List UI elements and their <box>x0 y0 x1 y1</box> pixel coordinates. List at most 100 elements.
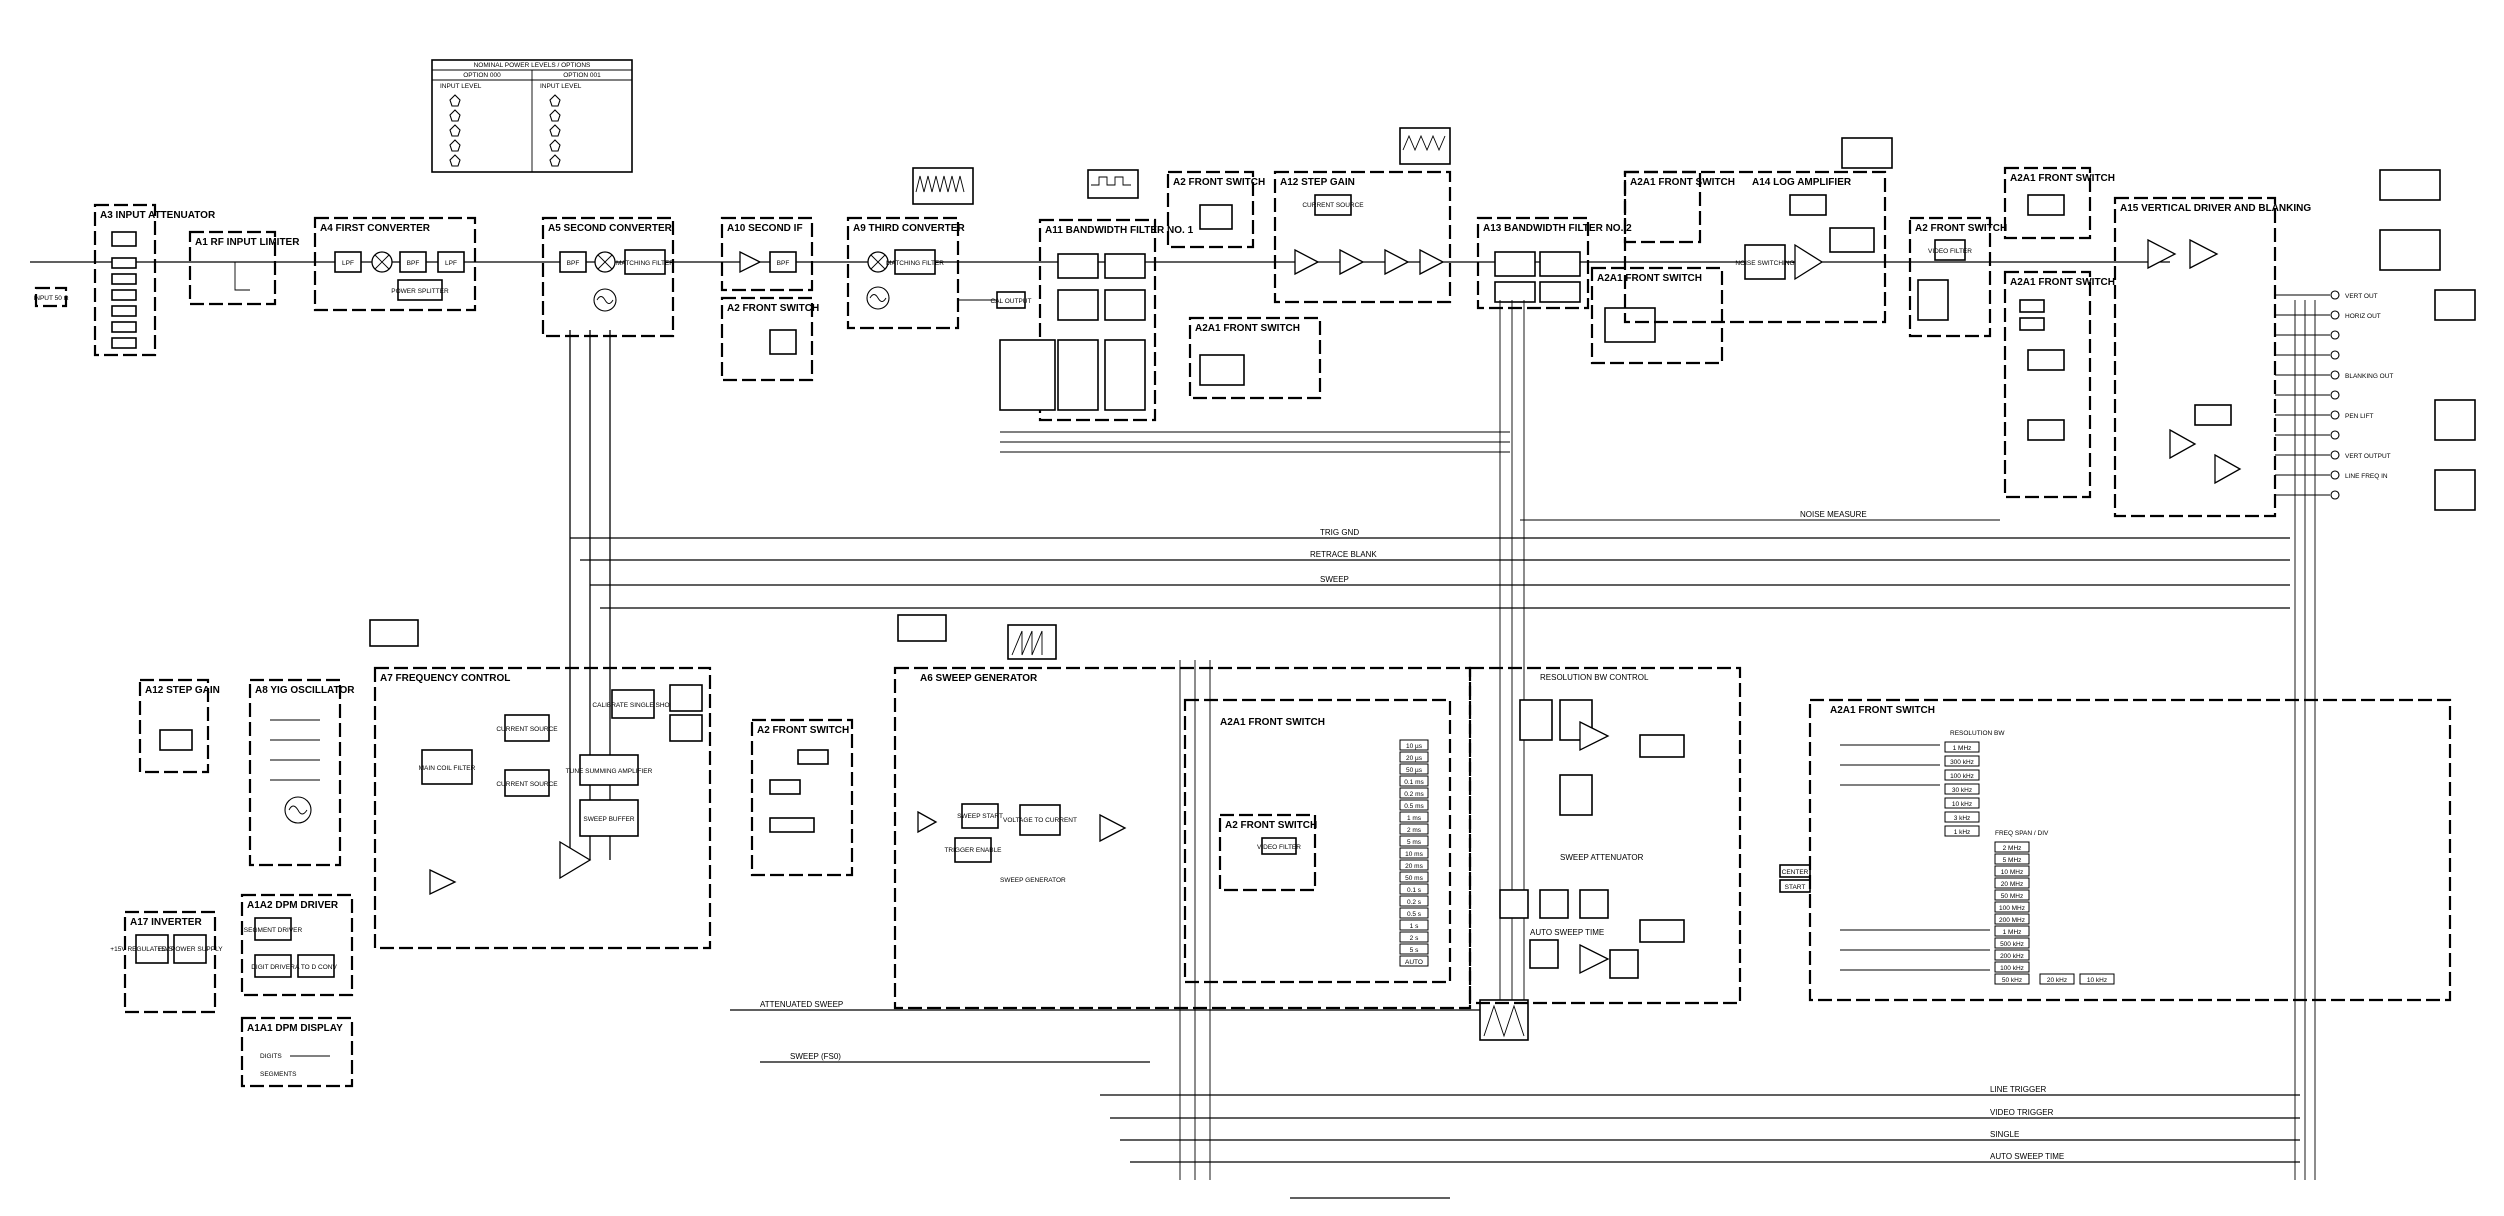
svg-text:50 ms: 50 ms <box>1405 875 1423 882</box>
bus-auto-sweep-time-2: AUTO SWEEP TIME <box>1530 928 1604 937</box>
block-a2a1-resolution: A2A1 FRONT SWITCH RESOLUTION BW 1 MHz 30… <box>1808 698 2452 1002</box>
a2a1-cal-title: A2 FRONT SWITCH <box>727 303 819 314</box>
svg-text:0.2 ms: 0.2 ms <box>1404 791 1424 798</box>
svg-text:500 kHz: 500 kHz <box>2000 941 2024 948</box>
a4-bpf: BPF <box>407 260 420 267</box>
a4-splitter: POWER SPLITTER <box>391 288 449 295</box>
svg-text:10 µs: 10 µs <box>1406 743 1423 750</box>
a6-v-to-i: VOLTAGE TO CURRENT <box>1003 817 1077 824</box>
span-header: FREQ SPAN / DIV <box>1995 830 2049 837</box>
output-connectors: VERT OUT HORIZ OUT BLANKING OUT PEN LIFT… <box>2275 290 2393 500</box>
block-a4: A4 FIRST CONVERTER LPF BPF LPF POWER SPL… <box>313 216 477 312</box>
block-a17: A17 INVERTER +15V REGULATED SUPPLY +5V P… <box>110 910 223 1014</box>
svg-text:100 kHz: 100 kHz <box>2000 965 2024 972</box>
block-a13: A13 BANDWIDTH FILTER NO. 2 <box>1476 216 1632 310</box>
a2-vf-title: A2 FRONT SWITCH <box>1915 223 2007 234</box>
block-a1a1: A1A1 DPM DISPLAY DIGITS SEGMENTS <box>240 1016 354 1088</box>
block-a14: A2A1 FRONT SWITCH A14 LOG AMPLIFIER NOIS… <box>1623 170 1887 324</box>
bus-sweep-attenuator: SWEEP ATTENUATOR <box>1560 853 1644 862</box>
bus-sweep: SWEEP <box>1320 575 1349 584</box>
svg-text:30 kHz: 30 kHz <box>1952 787 1972 794</box>
bus-trig-gnd: TRIG GND <box>1320 528 1359 537</box>
input-label: INPUT 50 Ω <box>33 295 68 302</box>
block-a10: A10 SECOND IF BPF <box>720 216 814 292</box>
svg-text:20 kHz: 20 kHz <box>2047 977 2067 984</box>
a13-title: A13 BANDWIDTH FILTER NO. 2 <box>1483 223 1632 234</box>
cal-output-label: CAL OUTPUT <box>991 298 1032 305</box>
options-table-title: NOMINAL POWER LEVELS / OPTIONS <box>474 62 591 69</box>
bus-video-trigger: VIDEO TRIGGER <box>1990 1108 2054 1117</box>
a5-title: A5 SECOND CONVERTER <box>548 223 673 234</box>
block-a2a1-level: A2A1 FRONT SWITCH <box>1188 316 1322 400</box>
svg-text:50 µs: 50 µs <box>1406 767 1423 774</box>
a2a1-log-title: A2A1 FRONT SWITCH <box>1630 177 1735 188</box>
output-6: LINE FREQ IN <box>2345 473 2388 480</box>
svg-text:10 MHz: 10 MHz <box>2001 869 2023 876</box>
start-label: START <box>1785 884 1806 891</box>
svg-text:2 MHz: 2 MHz <box>2003 845 2022 852</box>
block-a9: A9 THIRD CONVERTER MATCHING FILTER <box>846 216 965 330</box>
block-a6: A6 SWEEP GENERATOR SWEEP START TRIGGER E… <box>893 666 1472 1010</box>
options-table: NOMINAL POWER LEVELS / OPTIONS OPTION 00… <box>431 59 633 173</box>
svg-text:1 MHz: 1 MHz <box>1953 745 1972 752</box>
block-res-bw-control: RESOLUTION BW CONTROL SWEEP ATTENUATOR A… <box>1468 666 1742 1005</box>
svg-text:20 MHz: 20 MHz <box>2001 881 2023 888</box>
a7-title: A7 FREQUENCY CONTROL <box>380 673 510 684</box>
block-a2-span: A2 FRONT SWITCH <box>750 718 854 877</box>
block-a1: A1 RF INPUT LIMITER <box>188 230 300 306</box>
a2a1-sw-title: A2A1 FRONT SWITCH <box>2010 277 2115 288</box>
bus-retrace-blank: RETRACE BLANK <box>1310 550 1377 559</box>
svg-text:50 kHz: 50 kHz <box>2002 977 2022 984</box>
a17-cell-2: +5V POWER SUPPLY <box>157 946 223 953</box>
block-a5: A5 SECOND CONVERTER BPF MATCHING FILTER <box>541 216 674 338</box>
a7-cell-1: CURRENT SOURCE <box>496 726 558 733</box>
svg-text:20 µs: 20 µs <box>1406 755 1423 762</box>
block-a15: A15 VERTICAL DRIVER AND BLANKING <box>2113 196 2311 518</box>
block-a2a1-sweeptime: A2A1 FRONT SWITCH 10 µs 20 µs 50 µs 0.1 … <box>1183 698 1452 984</box>
svg-text:100 MHz: 100 MHz <box>1999 905 2025 912</box>
a17-title: A17 INVERTER <box>130 917 202 928</box>
a7-cell-3: MAIN COIL FILTER <box>419 765 476 772</box>
a2a1-bw-title: A2A1 FRONT SWITCH <box>1597 273 1702 284</box>
center-start-switch: CENTER START <box>1779 864 1811 893</box>
a12-title: A12 STEP GAIN <box>145 685 220 696</box>
bus-lines: TRIG GND RETRACE BLANK SWEEP NOISE MEASU… <box>570 431 2300 1199</box>
svg-text:3 kHz: 3 kHz <box>1954 815 1971 822</box>
a1a1-digits: DIGITS <box>260 1053 282 1060</box>
block-a2-level: A2 FRONT SWITCH <box>1166 170 1265 249</box>
a17-cell-1: +15V REGULATED SUPPLY <box>110 946 194 953</box>
svg-text:10 ms: 10 ms <box>1405 851 1423 858</box>
svg-text:2 s: 2 s <box>1410 935 1419 942</box>
a7-cell-4: CALIBRATE SINGLE SHOT <box>592 702 673 709</box>
options-hdr2: INPUT LEVEL <box>540 83 582 90</box>
block-a3: A3 INPUT ATTENUATOR <box>93 203 216 357</box>
st-box-0 <box>1399 739 1429 751</box>
block-a2a1-vert: A2A1 FRONT SWITCH <box>2003 166 2115 240</box>
svg-text:1 s: 1 s <box>1410 923 1419 930</box>
a1a2-title: A1A2 DPM DRIVER <box>247 900 339 911</box>
res-bw-header: RESOLUTION BW <box>1950 730 2005 737</box>
a2a1-st-title: A2A1 FRONT SWITCH <box>1220 717 1325 728</box>
options-col2: OPTION 001 <box>563 72 601 79</box>
svg-text:10 kHz: 10 kHz <box>1952 801 1972 808</box>
svg-text:1 MHz: 1 MHz <box>2003 929 2022 936</box>
a6-title: A6 SWEEP GENERATOR <box>920 673 1038 684</box>
bus-single: SINGLE <box>1990 1130 2019 1139</box>
a12-sg-title: A12 STEP GAIN <box>1280 177 1355 188</box>
svg-text:10 kHz: 10 kHz <box>2087 977 2107 984</box>
svg-text:0.2 s: 0.2 s <box>1407 899 1422 906</box>
block-a2-video-filter: A2 FRONT SWITCH VIDEO FILTER <box>1908 216 2007 338</box>
block-a12-regulator: A12 STEP GAIN <box>138 678 220 774</box>
output-4: PEN LIFT <box>2345 413 2374 420</box>
a4-lpf-2: LPF <box>445 260 457 267</box>
a2a1-level-title: A2A1 FRONT SWITCH <box>1195 323 1300 334</box>
block-a2a1-bw: A2A1 FRONT SWITCH <box>1590 266 1724 365</box>
a14-noise: NOISE SWITCHING <box>1735 260 1794 267</box>
a10-bpf: BPF <box>777 260 790 267</box>
a1-title: A1 RF INPUT LIMITER <box>195 237 300 248</box>
a2-vf-label: VIDEO FILTER <box>1928 248 1972 255</box>
a9-title: A9 THIRD CONVERTER <box>853 223 965 234</box>
svg-text:300 kHz: 300 kHz <box>1950 759 1974 766</box>
a2a1-vert-title: A2A1 FRONT SWITCH <box>2010 173 2115 184</box>
